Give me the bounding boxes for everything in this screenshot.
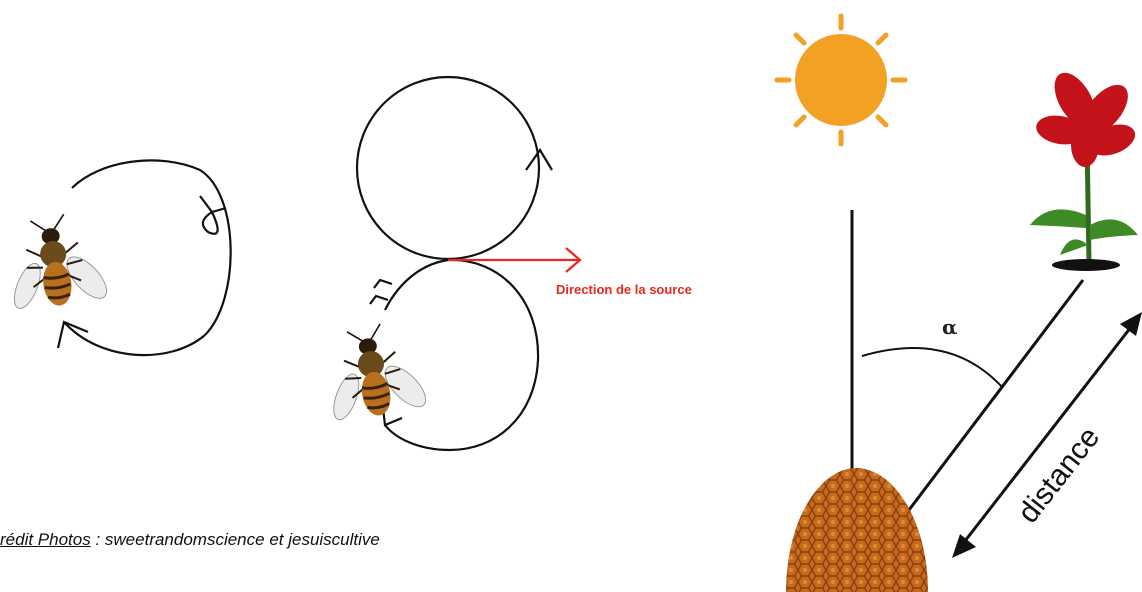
waggle-lower-loop xyxy=(384,258,540,452)
waggle-dance-diagram xyxy=(312,75,582,452)
waggle-run-path xyxy=(384,258,449,311)
round-dance-arrowhead-bottom xyxy=(56,320,89,349)
bee-image-waggle xyxy=(312,315,437,430)
source-direction-arrowhead xyxy=(565,247,582,273)
orientation-diagram: α distance xyxy=(774,13,1142,592)
angle-arc xyxy=(861,346,1004,389)
source-direction-label: Direction de la source xyxy=(556,282,692,297)
flower-icon xyxy=(1030,72,1138,271)
photo-credit-sources: : sweetrandomscience et jesuiscultive xyxy=(90,530,380,549)
waggle-run-arrowheads xyxy=(369,278,393,305)
distance-arrowhead-bottom xyxy=(952,534,976,558)
hive-icon xyxy=(786,468,928,592)
round-dance-loop xyxy=(63,159,232,357)
distance-label: distance xyxy=(1012,421,1107,529)
round-dance-arrowhead-top xyxy=(199,195,227,235)
distance-arrow xyxy=(956,317,1140,551)
waggle-upper-loop xyxy=(355,75,541,261)
round-dance-diagram xyxy=(0,159,232,357)
distance-arrowhead-top xyxy=(1120,312,1142,336)
bee-image xyxy=(0,207,117,319)
sun-icon xyxy=(774,13,908,147)
angle-label: α xyxy=(942,315,957,339)
photo-credit: rédit Photos : sweetrandomscience et jes… xyxy=(0,530,560,550)
waggle-upper-arrowhead xyxy=(525,147,553,171)
photo-credit-prefix: rédit Photos xyxy=(0,530,91,549)
